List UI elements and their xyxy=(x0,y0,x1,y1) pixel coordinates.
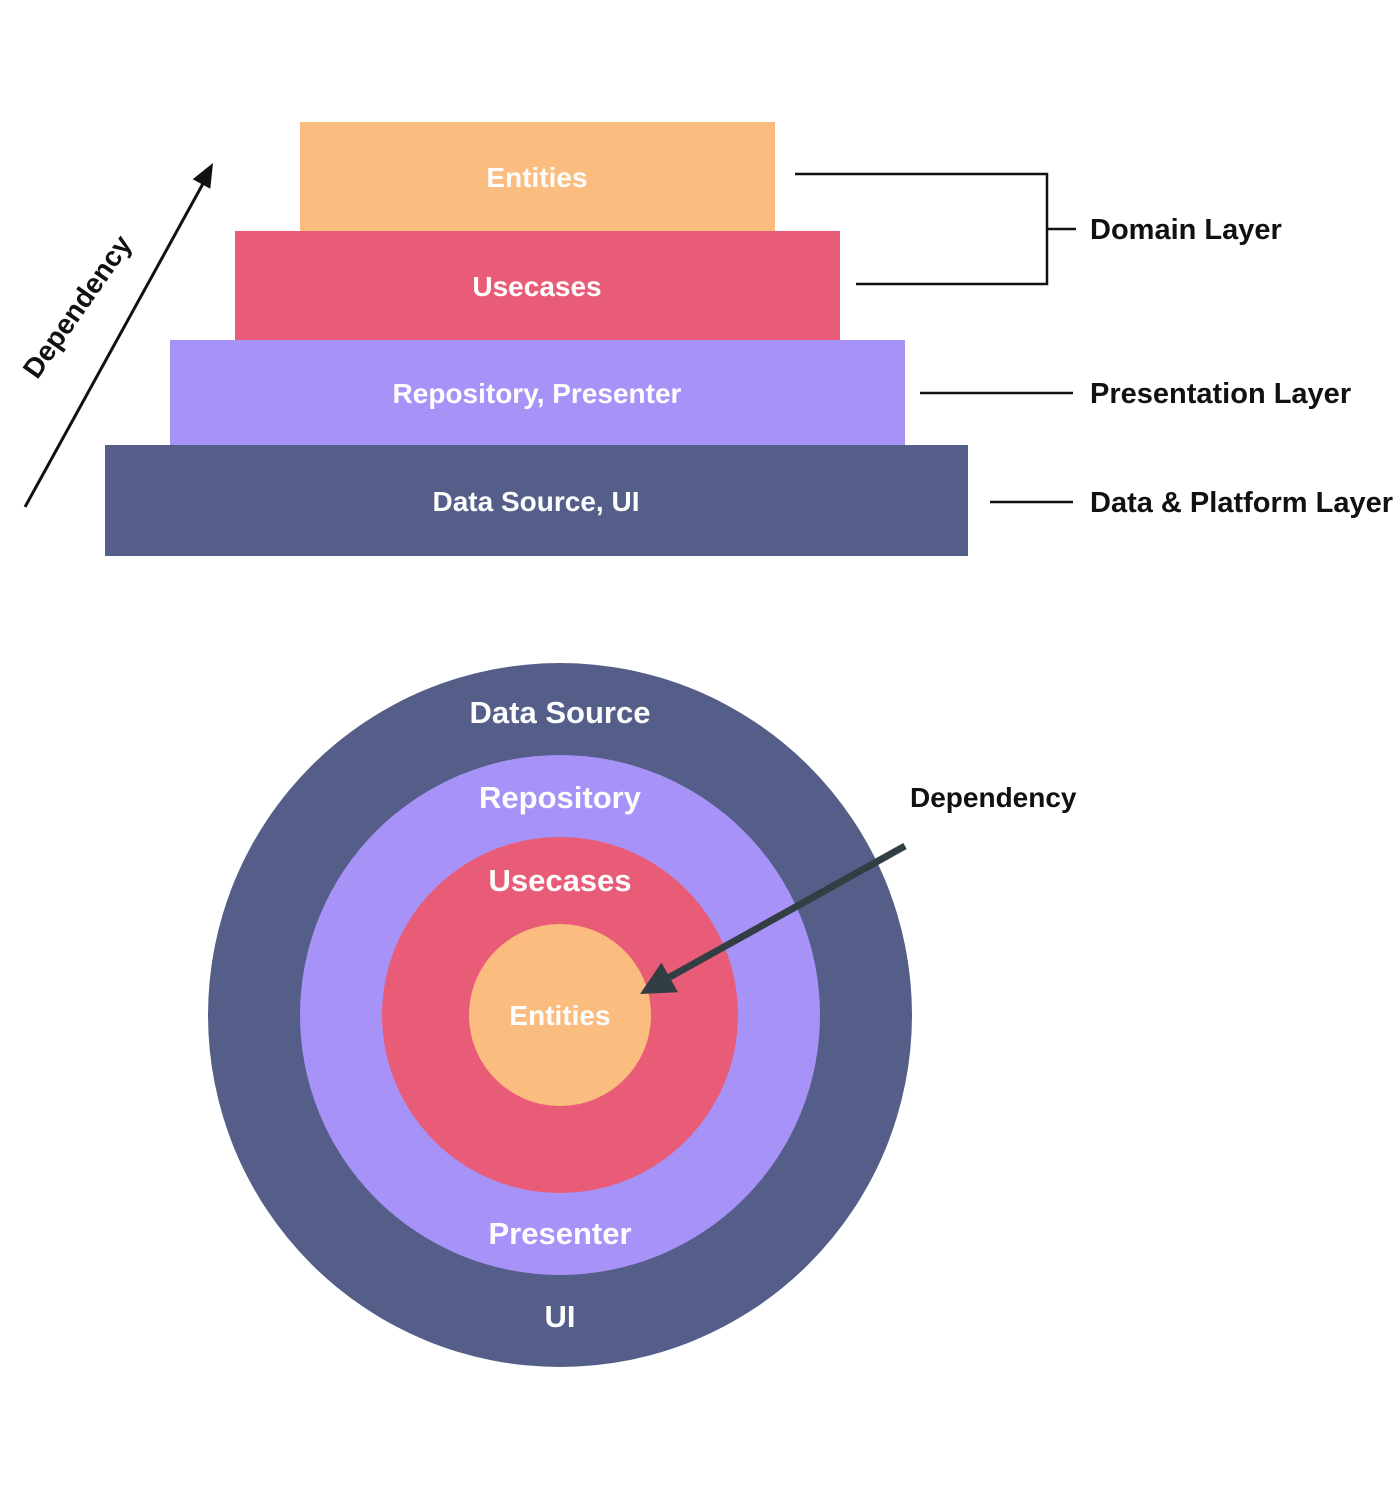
dependency-in-arrow: Dependency xyxy=(640,782,1077,994)
usecases-bar xyxy=(235,231,840,340)
stack-dependency-label: Dependency xyxy=(17,229,138,384)
usecases-bar-label: Usecases xyxy=(472,271,601,302)
repository-presenter-bar xyxy=(170,340,905,445)
onion-label-entities: Entities xyxy=(509,1000,610,1031)
entities-bar-label: Entities xyxy=(486,162,587,193)
onion-label-presenter: Presenter xyxy=(488,1216,631,1251)
onion-label-data-source: Data Source xyxy=(470,695,651,730)
layer-annotations: Domain Layer Presentation Layer Data & P… xyxy=(795,172,1393,519)
onion-label-ui: UI xyxy=(545,1299,576,1334)
datasource-ui-bar-label: Data Source, UI xyxy=(433,486,640,517)
layer-bars: Entities Usecases Repository, Presenter … xyxy=(105,122,968,556)
dependency-in-arrow-line xyxy=(666,842,907,982)
repository-presenter-bar-label: Repository, Presenter xyxy=(393,378,682,409)
dependency-up-arrowhead-icon xyxy=(192,163,213,189)
onion-dependency-label: Dependency xyxy=(910,782,1077,813)
onion-label-repository: Repository xyxy=(479,780,642,815)
dependency-in-arrowhead-icon xyxy=(640,962,678,994)
dependency-up-arrow-line xyxy=(23,179,207,508)
entities-bar xyxy=(300,122,775,231)
stack-diagram: Dependency Entities Usecases Repository,… xyxy=(17,122,1393,556)
onion-diagram: Data Source Repository Usecases Entities… xyxy=(208,663,1077,1367)
data-platform-layer-label: Data & Platform Layer xyxy=(1090,487,1393,519)
presentation-layer-label: Presentation Layer xyxy=(1090,378,1351,410)
domain-layer-label: Domain Layer xyxy=(1090,214,1282,246)
onion-core-entities xyxy=(469,924,651,1106)
onion-label-usecases: Usecases xyxy=(488,863,631,898)
datasource-ui-bar xyxy=(105,445,968,556)
